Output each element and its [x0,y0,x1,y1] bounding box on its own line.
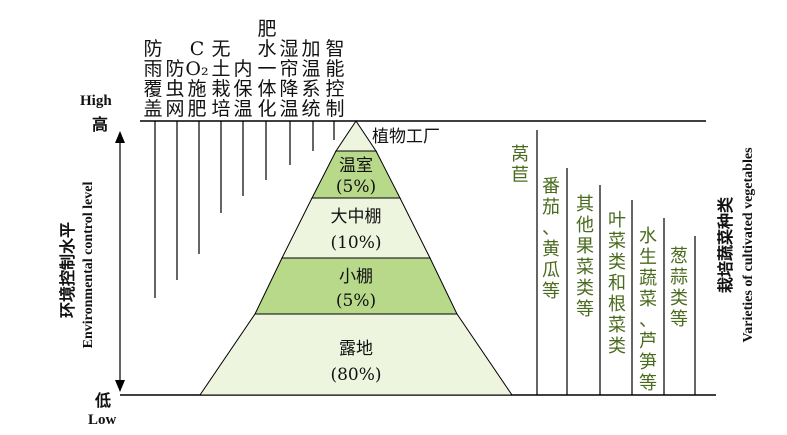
vegetable-3: 叶菜类和根菜类 [608,210,626,357]
axis-high-cn: 高 [92,115,108,134]
tier-open-field-name: 露地 [339,339,373,359]
tier-open-field [199,313,513,396]
axis-left-en: Environmental control level [81,182,96,349]
tech-label-1: 防虫网 [165,58,184,120]
tier-small-tunnel-name: 小棚 [339,267,373,287]
tech-label-3: 无土栽培 [211,38,230,120]
tech-label-6: 湿帘降温 [279,38,298,120]
tech-label-0: 防雨覆盖 [143,38,162,120]
axis-left-cn: 环境控制水平 [58,222,77,318]
pyramid: 植物工厂 温室 (5%) 大中棚 (10%) 小棚 (5%) 露地 (80%) [199,120,513,396]
tech-label-4: 内保温 [233,58,252,120]
apex-label: 植物工厂 [372,127,440,147]
axis-high-en: High [80,93,112,109]
tier-greenhouse-percent: (5%) [336,177,376,197]
tier-large-tunnel-percent: (10%) [330,233,381,253]
axis-low-cn: 低 [94,391,111,410]
vegetable-1: 番茄、黄瓜等 [542,176,560,302]
vegetable-0: 莴苣 [511,144,529,186]
axis-right-en: Varieties of cultivated vegetables [741,147,756,343]
axis-low-en: Low [88,412,117,428]
tier-small-tunnel-percent: (5%) [336,291,376,311]
tech-label-5: 肥水一体化 [257,18,276,120]
axis-up-arrow-icon [115,131,125,143]
vegetable-5: 葱蒜类等 [670,246,688,330]
tech-label-8: 智能控制 [325,38,344,120]
tier-large-tunnel-name: 大中棚 [331,207,382,227]
axis-down-arrow-icon [115,380,125,392]
vegetable-4: 水生蔬菜、芦笋等 [639,226,657,394]
tech-label-7: 加温系统 [301,38,320,120]
control-level-axis [115,131,125,392]
tier-open-field-percent: (80%) [330,365,381,385]
vegetable-2: 其他果菜类等 [576,194,594,320]
tier-greenhouse-name: 温室 [339,156,373,176]
axis-right-cn: 栽培蔬菜种类 [716,196,735,293]
tier-plant-factory [335,120,377,152]
